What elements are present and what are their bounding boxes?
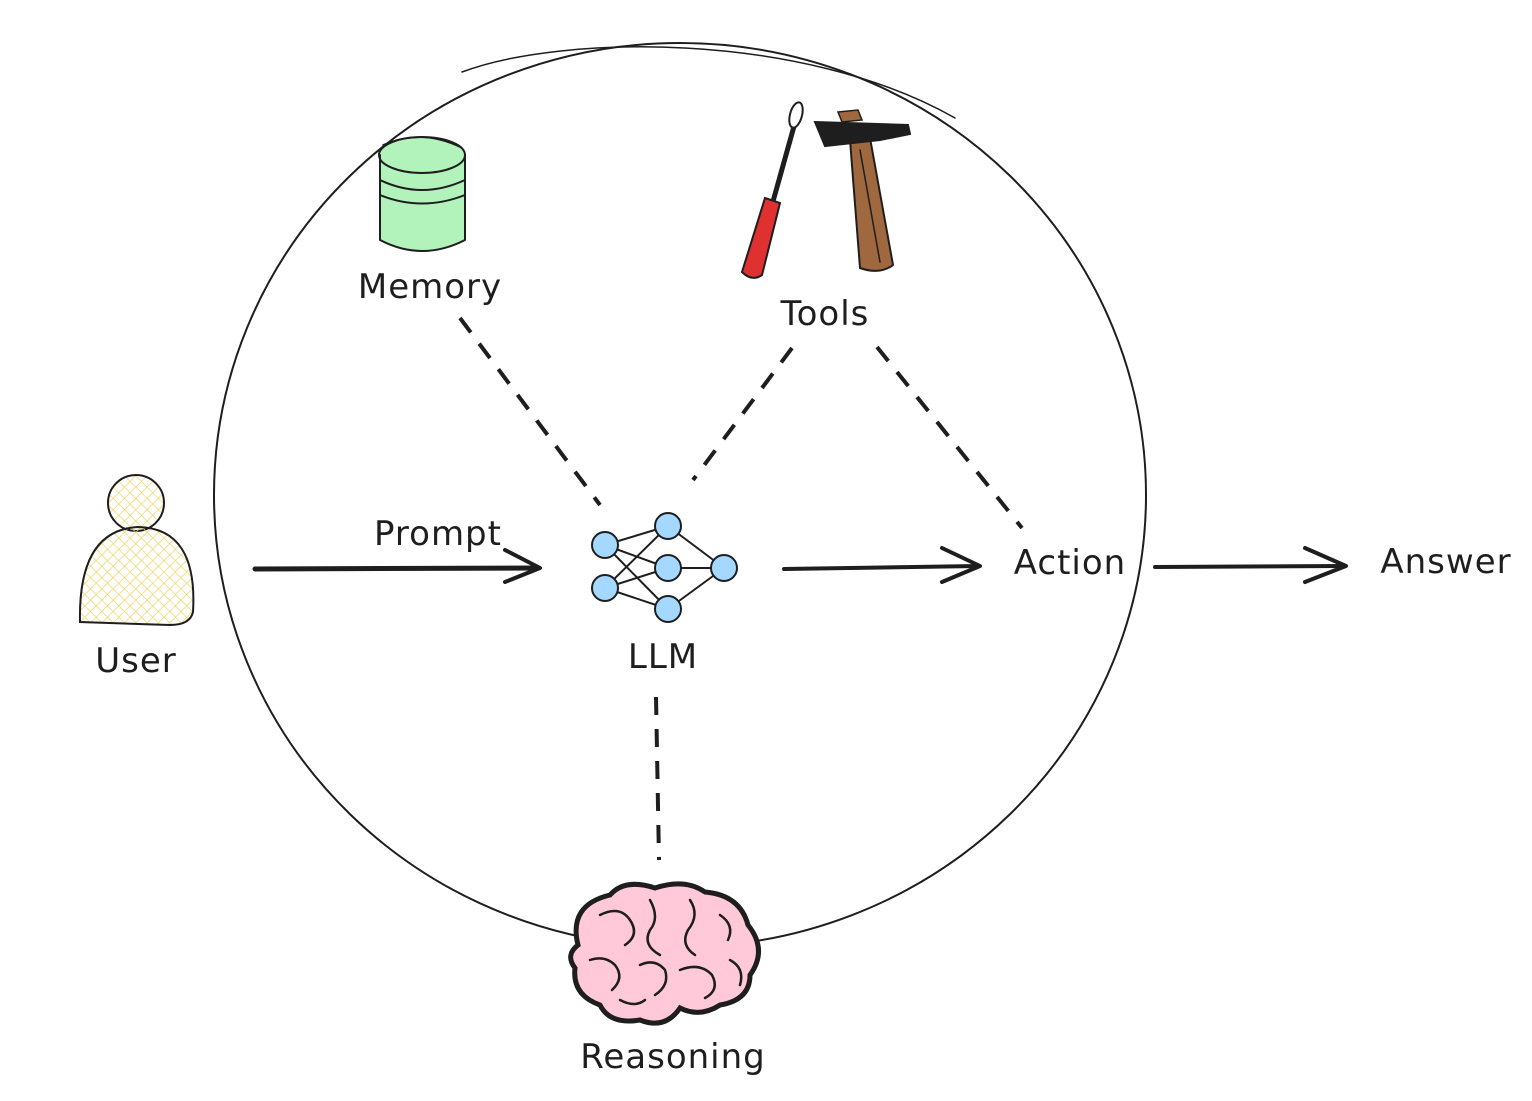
tools-label: Tools (780, 294, 870, 334)
tools-llm-connector (691, 346, 794, 482)
tools-action-connector (875, 345, 1024, 530)
dashed-connectors (458, 316, 1024, 861)
answer-label: Answer (1380, 542, 1511, 582)
prompt-label: Prompt (374, 514, 502, 554)
memory-llm-connector (458, 316, 602, 507)
llm-label: LLM (628, 637, 698, 677)
memory-label: Memory (358, 267, 502, 307)
llm-reasoning-connector (654, 696, 661, 861)
neural-network-icon (591, 512, 738, 623)
action-answer-arrow (1153, 546, 1348, 584)
screwdriver-hammer-icon (740, 101, 912, 279)
user-label: User (95, 641, 177, 681)
brain-icon (568, 881, 761, 1026)
llm-action-arrow (782, 546, 982, 584)
database-icon (378, 136, 466, 252)
reasoning-label: Reasoning (580, 1037, 766, 1077)
agent-boundary-circle (213, 42, 1147, 948)
prompt-arrow (252, 548, 542, 584)
action-label: Action (1014, 543, 1126, 583)
person-icon (78, 474, 195, 627)
